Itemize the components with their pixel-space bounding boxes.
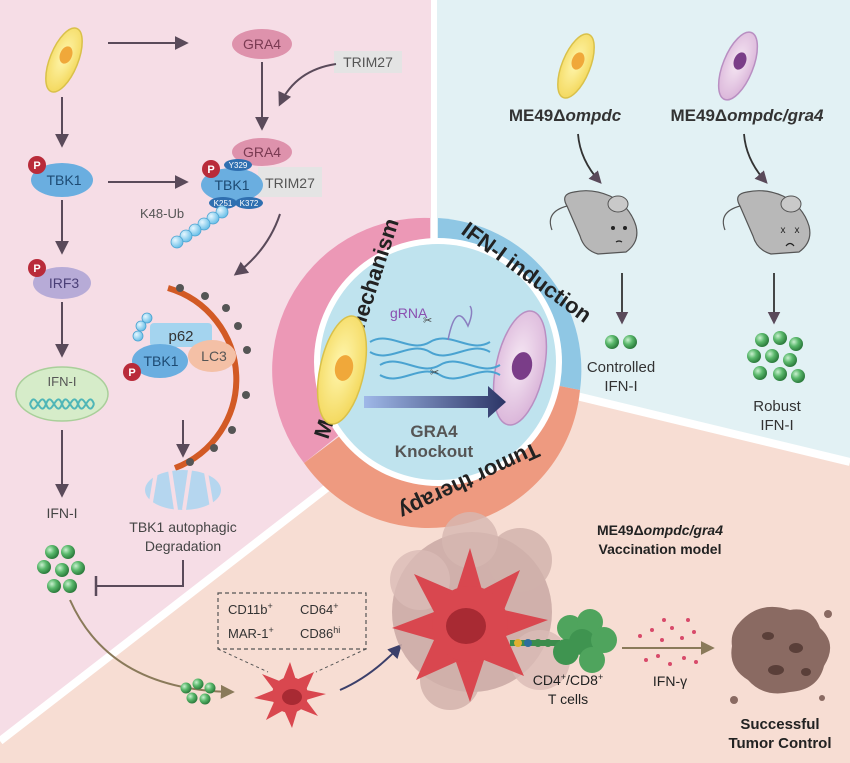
- knockout-label-line1: GRA4: [410, 422, 458, 441]
- degradation-label-line1: TBK1 autophagic: [129, 519, 236, 535]
- vaccination-model-subtitle: Vaccination model: [599, 541, 722, 557]
- strain-gra4-label: ME49Δompdc/gra4: [671, 106, 825, 125]
- strain-ompdc-label: ME49Δompdc: [509, 106, 622, 125]
- svg-text:TRIM27: TRIM27: [343, 54, 393, 70]
- svg-text:✂: ✂: [423, 315, 432, 327]
- degradation-icon: [145, 469, 221, 511]
- parasite-gra4-knockout-icon: [717, 31, 759, 101]
- tbk1-protein: TBK1: [31, 163, 93, 197]
- tbk1-complex: GRA4 TRIM27 TBK1 Y329 K251 K372 P: [201, 138, 322, 209]
- grna-label: gRNA: [390, 305, 428, 321]
- vaccination-model-title: ME49Δompdc/gra4: [597, 522, 723, 538]
- svg-text:P: P: [128, 367, 135, 379]
- svg-text:x: x: [795, 225, 800, 236]
- p62-lc3-tbk1-complex: p62 LC3 TBK1 P: [123, 312, 236, 381]
- svg-text:TRIM27: TRIM27: [265, 175, 315, 191]
- autophagosome-membrane: [167, 284, 251, 471]
- controlled-ifn-label-line2: IFN-I: [604, 378, 637, 395]
- svg-text:✂: ✂: [430, 367, 439, 379]
- svg-text:K372: K372: [240, 199, 259, 208]
- ifn-balls-bottom: [180, 678, 216, 705]
- ubiquitin-chain: [170, 205, 229, 249]
- regressed-tumor-icon: [730, 606, 832, 704]
- ifn-gamma-dots: [638, 618, 698, 666]
- t-cell-cluster-icon: [553, 609, 617, 673]
- irf3-protein: IRF3 P: [28, 259, 91, 299]
- svg-text:TBK1: TBK1: [214, 177, 249, 193]
- center-parasite-wildtype: [316, 315, 368, 425]
- svg-text:p62: p62: [168, 328, 193, 345]
- svg-text:GRA4: GRA4: [243, 144, 281, 160]
- trim27-protein-top: TRIM27: [334, 51, 402, 73]
- ifn-output-label: IFN-I: [46, 505, 77, 521]
- t-cell-label-line2: T cells: [548, 691, 588, 707]
- svg-text:CD64+: CD64+: [300, 601, 339, 617]
- knockout-arrow: [364, 386, 506, 418]
- degradation-label-line2: Degradation: [145, 538, 221, 554]
- svg-text:IFN-I: IFN-I: [48, 374, 77, 389]
- immune-synapse-icon: [510, 639, 560, 647]
- dendritic-cell-large-icon: [392, 548, 548, 702]
- ifn-balls-robust: [747, 331, 805, 383]
- svg-text:GRA4: GRA4: [243, 36, 281, 52]
- svg-text:LC3: LC3: [201, 348, 227, 364]
- mouse-sick-icon: x x: [722, 190, 811, 255]
- knockout-label-line2: Knockout: [395, 442, 474, 461]
- ifn-balls-controlled: [605, 335, 637, 349]
- robust-ifn-label-line1: Robust: [753, 398, 801, 415]
- robust-ifn-label-line2: IFN-I: [760, 417, 793, 434]
- crispr-dna-icon: ✂ ✂: [369, 305, 501, 380]
- tumor-control-label-line2: Tumor Control: [728, 735, 831, 752]
- svg-text:IRF3: IRF3: [49, 275, 80, 291]
- svg-text:Y329: Y329: [229, 161, 248, 170]
- svg-text:TBK1: TBK1: [143, 353, 178, 369]
- svg-text:K251: K251: [214, 199, 233, 208]
- mouse-healthy-icon: [549, 190, 638, 255]
- parasite-ompdc-icon: [557, 33, 595, 99]
- controlled-ifn-label-line1: Controlled: [587, 359, 655, 376]
- ifn-nucleus-icon: IFN-I: [15, 366, 109, 422]
- parasite-wildtype-icon: [45, 27, 83, 93]
- svg-text:P: P: [207, 164, 214, 176]
- dc-marker-box: CD11b+ CD64+ MAR-1+ CD86hi: [217, 592, 367, 650]
- svg-text:CD11b+: CD11b+: [228, 601, 273, 617]
- svg-text:x: x: [781, 225, 786, 236]
- ifn-gamma-label: IFN-γ: [653, 673, 687, 689]
- tumor-control-label-line1: Successful: [740, 716, 819, 733]
- center-parasite-knockout: [492, 310, 548, 426]
- svg-text:MAR-1+: MAR-1+: [228, 625, 274, 641]
- dendritic-cell-small-icon: [254, 662, 326, 728]
- svg-text:TBK1: TBK1: [46, 172, 81, 188]
- svg-text:P: P: [33, 160, 40, 172]
- phosphate-icon: P: [28, 156, 46, 174]
- svg-text:CD86hi: CD86hi: [300, 625, 340, 641]
- t-cell-label-line1: CD4+/CD8+: [533, 672, 603, 688]
- svg-text:P: P: [33, 263, 40, 275]
- gra4-protein-top: GRA4: [232, 29, 292, 59]
- ifn-balls-left: [37, 545, 85, 593]
- k48-ub-label: K48-Ub: [140, 206, 184, 221]
